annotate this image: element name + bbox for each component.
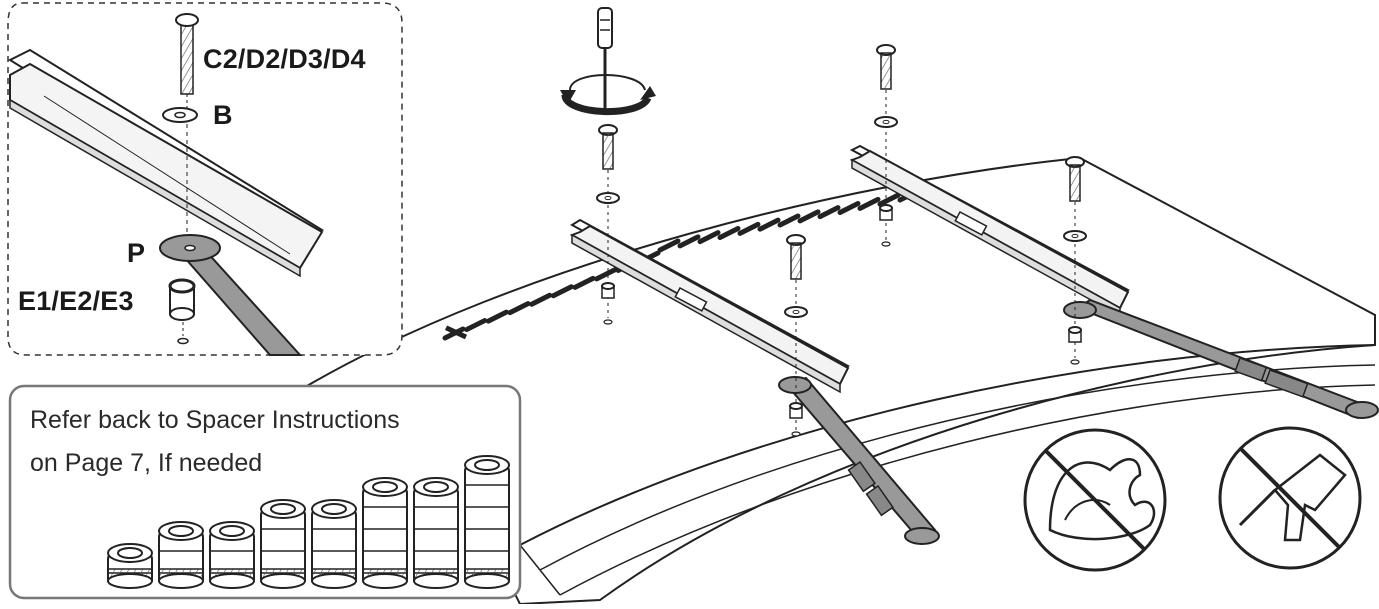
spacer-note-line2: on Page 7, If needed [30,449,263,477]
spacer-part-label: E1/E2/E3 [18,286,134,316]
vent-slot [442,326,466,341]
vent-slot [464,318,488,333]
screw-washer-spacer-set [596,124,620,325]
vent-slot [757,217,781,232]
vent-slot [657,238,681,253]
spacer-stack [464,455,510,589]
no-overtighten-icon [1023,428,1167,572]
vent-slot [857,196,881,211]
washer-part-label: B [213,100,233,130]
vent-slot [797,209,821,224]
mounting-arm-right [849,144,1379,420]
vent-slot [777,213,801,228]
vent-slot [507,301,531,316]
screw-washer-spacer-set [874,44,898,247]
vent-slot [877,192,901,207]
vent-slot [485,309,509,324]
plate-part-label: P [127,238,146,268]
no-power-drill-icon [1218,426,1362,570]
detail-callout [7,2,403,356]
vent-slot [817,205,841,220]
spacer-stack [209,521,255,589]
screw-washer-spacer-set [1063,156,1087,365]
spacer-stack [311,499,357,589]
vent-slot [572,275,596,290]
mounting-arm-left [569,218,940,545]
vent-slot [697,230,721,245]
screw-part-label: C2/D2/D3/D4 [203,44,366,74]
vent-slot [594,267,618,282]
spacer-stack [362,477,408,589]
vent-slot [550,284,574,299]
spacer-stack [158,521,204,589]
screw-washer-spacer-set [784,234,808,437]
spacer-stack [260,499,306,589]
vent-slot [737,221,761,236]
spacer-stack [107,543,153,589]
hardware-sets [596,44,1087,437]
spacer-note-line1: Refer back to Spacer Instructions [30,406,400,434]
vent-slot [717,226,741,240]
screwdriver-icon [560,7,656,116]
spacer-stack [413,477,459,589]
vent-slot [677,234,701,249]
vent-slot [837,201,861,215]
vent-slot [529,292,553,307]
spacer-stacks [107,455,510,589]
